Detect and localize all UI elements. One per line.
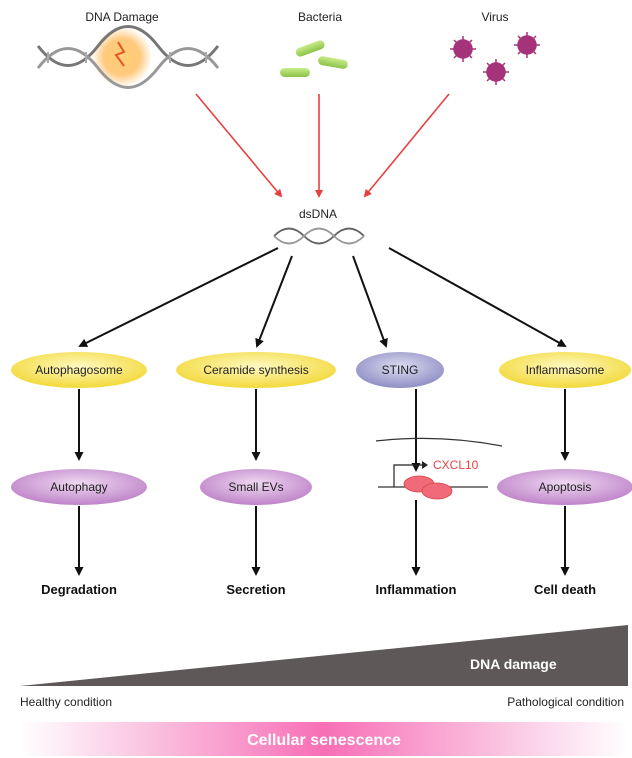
dna-damage-gradient-label: DNA damage (470, 656, 557, 672)
dsdna-icon (273, 227, 365, 245)
arrow-virus-to-dsdna (363, 93, 450, 198)
source-label-dna-damage: DNA Damage (85, 10, 159, 24)
cellular-senescence-banner (20, 722, 628, 756)
sensor-label-sting: STING (381, 363, 419, 377)
arrow-dna-damage-to-dsdna (195, 93, 283, 198)
dna-damage-icon (36, 25, 220, 89)
bacteria-icon (280, 40, 348, 77)
autophagy-node (11, 469, 147, 505)
inflammasome-node (499, 352, 631, 388)
small-evs-node (200, 469, 312, 505)
cellular-senescence-label: Cellular senescence (247, 732, 401, 749)
arrow-dsdna-to-sting (352, 255, 388, 348)
autophagosome-node (11, 352, 147, 388)
sensor-label-inflammasome: Inflammasome (525, 363, 605, 377)
dsdna-label: dsDNA (298, 207, 337, 221)
pathological-condition-label: Pathological condition (507, 695, 624, 709)
arrow-dsdna-to-inflammasome (388, 247, 567, 347)
healthy-condition-label: Healthy condition (20, 695, 113, 709)
outcome-label-cell-death: Cell death (533, 582, 597, 597)
outcome-label-secretion: Secretion (226, 582, 286, 597)
outcome-label-degradation: Degradation (41, 582, 117, 597)
sensor-label-ceramide-synthesis: Ceramide synthesis (203, 363, 309, 377)
dna-damage-gradient-wedge (20, 625, 628, 686)
effector-label-small-evs: Small EVs (228, 480, 284, 494)
gene-label-cxcl10: CXCL10 (433, 458, 479, 472)
nucleus-transcription-sketch (375, 437, 503, 500)
arrow-dsdna-to-ceramide (255, 255, 293, 348)
ceramide-synthesis-node (176, 352, 336, 388)
sting-node (356, 352, 444, 388)
effector-label-apoptosis: Apoptosis (538, 480, 592, 494)
sensor-label-autophagosome: Autophagosome (35, 363, 123, 377)
effector-label-autophagy: Autophagy (50, 480, 108, 494)
outcome-label-inflammation: Inflammation (375, 582, 457, 597)
apoptosis-node (497, 469, 632, 505)
source-label-bacteria: Bacteria (297, 10, 343, 24)
arrow-dsdna-to-autophagosome (78, 247, 279, 347)
virus-icon (450, 32, 540, 85)
source-label-virus: Virus (481, 10, 509, 24)
